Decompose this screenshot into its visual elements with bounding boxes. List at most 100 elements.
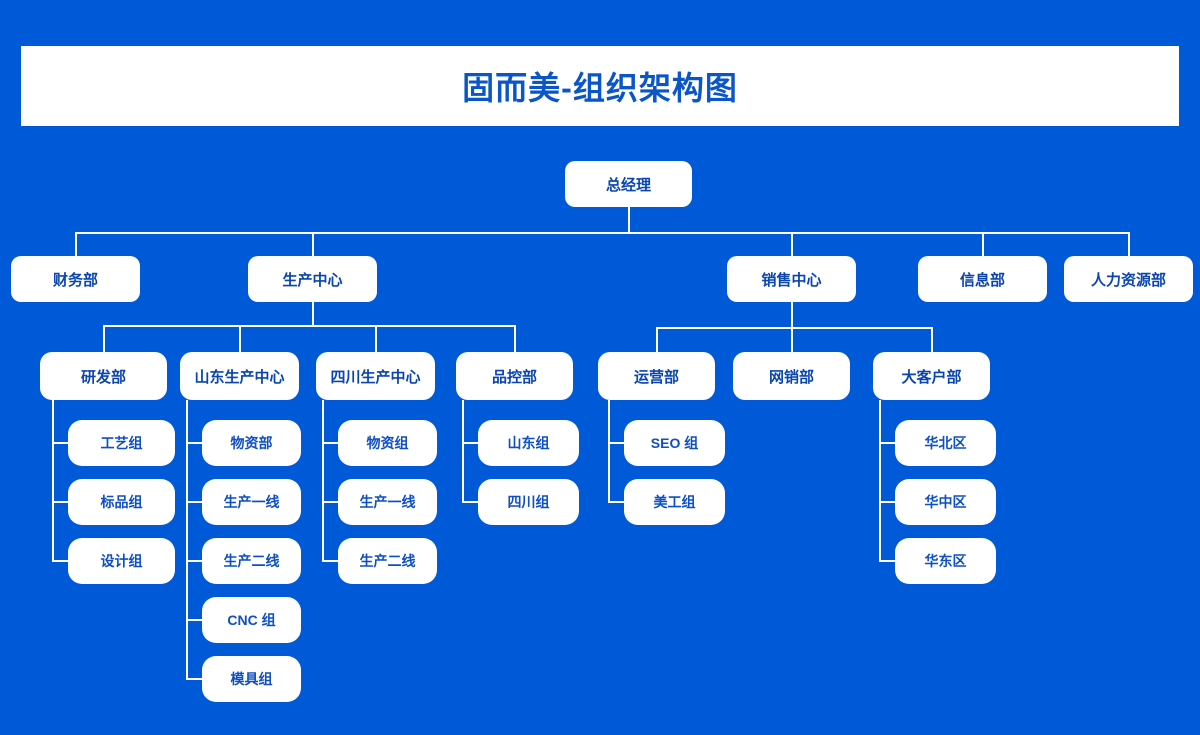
node-label: 总经理: [605, 176, 651, 194]
connector-shandong-stub-5: [186, 678, 203, 680]
connector-drop-finance: [75, 232, 77, 256]
connector-shandong-stub-4: [186, 619, 203, 621]
connector-drop-hr: [1128, 232, 1130, 256]
connector-root-stem: [628, 207, 630, 233]
connector-sichuan-stub-3: [322, 560, 339, 562]
connector-drop-operations: [656, 327, 658, 352]
node-label: 美工组: [653, 494, 696, 510]
node-quality-control-department[interactable]: 品控部: [456, 352, 573, 400]
node-human-resources-department[interactable]: 人力资源部: [1064, 256, 1193, 302]
connector-drop-production: [312, 232, 314, 256]
connector-drop-sichuan: [375, 325, 377, 352]
node-label: 华东区: [924, 553, 967, 569]
connector-drop-shandong: [239, 325, 241, 352]
connector-drop-key-account: [931, 327, 933, 352]
connector-drop-info: [982, 232, 984, 256]
node-finance-department[interactable]: 财务部: [11, 256, 140, 302]
page-title: 固而美-组织架构图: [462, 70, 738, 106]
node-label: 研发部: [80, 368, 126, 386]
connector-rd-spine: [52, 400, 54, 561]
node-north-china-region[interactable]: 华北区: [895, 420, 996, 466]
node-production-center[interactable]: 生产中心: [248, 256, 377, 302]
node-rd-department[interactable]: 研发部: [40, 352, 167, 400]
connector-sichuan-spine: [322, 400, 324, 561]
node-operations-department[interactable]: 运营部: [598, 352, 715, 400]
node-qc-shandong-team[interactable]: 山东组: [478, 420, 579, 466]
node-sichuan-production-center[interactable]: 四川生产中心: [316, 352, 435, 400]
node-label: 生产一线: [223, 494, 280, 510]
node-sichuan-production-line-1[interactable]: 生产一线: [338, 479, 437, 525]
connector-drop-sales: [791, 232, 793, 256]
node-sales-center[interactable]: 销售中心: [727, 256, 856, 302]
connector-drop-rd: [103, 325, 105, 352]
node-cnc-team[interactable]: CNC 组: [202, 597, 301, 643]
node-label: 生产一线: [359, 494, 416, 510]
node-label: 山东组: [507, 435, 550, 451]
connector-operations-spine: [608, 400, 610, 502]
node-label: 物资部: [230, 435, 273, 451]
node-information-department[interactable]: 信息部: [918, 256, 1047, 302]
node-label: 生产二线: [359, 553, 416, 569]
node-key-account-department[interactable]: 大客户部: [873, 352, 990, 400]
node-sichuan-materials-team[interactable]: 物资组: [338, 420, 437, 466]
connector-production-trunk: [103, 325, 515, 327]
node-online-sales-department[interactable]: 网销部: [733, 352, 850, 400]
connector-qc-spine: [462, 400, 464, 502]
node-label: SEO 组: [650, 435, 699, 451]
node-shandong-materials-department[interactable]: 物资部: [202, 420, 301, 466]
node-label: 运营部: [633, 368, 679, 386]
node-graphic-design-team[interactable]: 美工组: [624, 479, 725, 525]
node-label: 工艺组: [100, 435, 143, 451]
node-shandong-production-line-1[interactable]: 生产一线: [202, 479, 301, 525]
connector-drop-qc: [514, 325, 516, 352]
connector-sichuan-stub-1: [322, 442, 339, 444]
node-sichuan-production-line-2[interactable]: 生产二线: [338, 538, 437, 584]
node-label: 华中区: [924, 494, 967, 510]
node-shandong-production-line-2[interactable]: 生产二线: [202, 538, 301, 584]
node-label: 山东生产中心: [194, 368, 285, 386]
node-seo-team[interactable]: SEO 组: [624, 420, 725, 466]
connector-level2-trunk: [75, 232, 1129, 234]
node-label: 四川生产中心: [330, 368, 421, 386]
connector-key-account-spine: [879, 400, 881, 561]
node-standard-product-team[interactable]: 标品组: [68, 479, 175, 525]
node-label: 物资组: [366, 435, 409, 451]
connector-sales-trunk: [656, 327, 932, 329]
connector-production-stem: [312, 302, 314, 326]
node-label: 大客户部: [901, 368, 962, 386]
connector-qc-stub-2: [462, 501, 479, 503]
node-east-china-region[interactable]: 华东区: [895, 538, 996, 584]
node-mold-team[interactable]: 模具组: [202, 656, 301, 702]
connector-sales-stem: [791, 302, 793, 328]
node-label: 信息部: [959, 271, 1005, 289]
connector-key-account-stub-1: [879, 442, 896, 444]
connector-sichuan-stub-2: [322, 501, 339, 503]
connector-drop-online-sales: [791, 327, 793, 352]
connector-shandong-stub-3: [186, 560, 203, 562]
connector-shandong-stub-1: [186, 442, 203, 444]
connector-shandong-stub-2: [186, 501, 203, 503]
connector-operations-stub-2: [608, 501, 625, 503]
node-label: 生产中心: [282, 271, 343, 289]
node-qc-sichuan-team[interactable]: 四川组: [478, 479, 579, 525]
node-label: 华北区: [924, 435, 967, 451]
node-label: 网销部: [768, 368, 814, 386]
node-label: 销售中心: [761, 271, 822, 289]
node-label: CNC 组: [227, 612, 276, 628]
node-central-china-region[interactable]: 华中区: [895, 479, 996, 525]
node-design-team[interactable]: 设计组: [68, 538, 175, 584]
node-label: 设计组: [100, 553, 143, 569]
node-label: 人力资源部: [1090, 271, 1166, 289]
connector-qc-stub-1: [462, 442, 479, 444]
node-shandong-production-center[interactable]: 山东生产中心: [180, 352, 299, 400]
node-general-manager[interactable]: 总经理: [565, 161, 692, 207]
node-label: 标品组: [100, 494, 143, 510]
connector-rd-stub-2: [52, 501, 69, 503]
node-label: 模具组: [230, 671, 273, 687]
node-process-team[interactable]: 工艺组: [68, 420, 175, 466]
connector-shandong-spine: [186, 400, 188, 679]
title-banner: 固而美-组织架构图: [21, 46, 1179, 126]
connector-key-account-stub-2: [879, 501, 896, 503]
node-label: 四川组: [507, 494, 550, 510]
